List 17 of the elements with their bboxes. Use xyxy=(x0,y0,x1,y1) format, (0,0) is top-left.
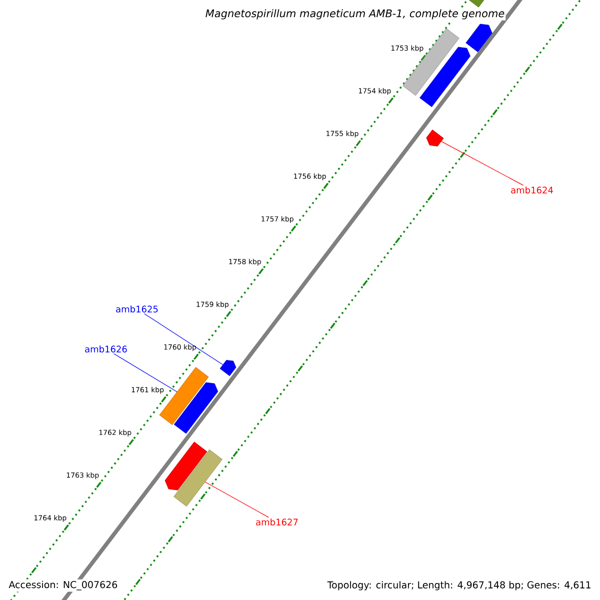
gene-block xyxy=(174,382,218,434)
gene-label: amb1624 xyxy=(511,186,553,194)
gene-block xyxy=(174,449,222,507)
footer-text: Accession: NC_007626 xyxy=(7,579,120,592)
gene-label: amb1625 xyxy=(116,306,158,312)
gene-label: amb1626 xyxy=(85,346,127,352)
gene-block xyxy=(220,360,236,376)
leader-line xyxy=(441,141,524,186)
leader-line xyxy=(144,313,224,365)
title: Magnetospirillum magneticum AMB-1, complete genome xyxy=(204,8,506,20)
gene-block xyxy=(164,442,208,490)
gene-block xyxy=(466,24,492,52)
leader-line xyxy=(204,482,269,518)
footer-text: Topology: circular; Length: 4,967,148 bp; Genes: 4,611 xyxy=(326,580,593,592)
leader-line xyxy=(113,353,178,392)
gene-label: amb1627 xyxy=(256,518,298,526)
gene-block xyxy=(426,130,444,146)
